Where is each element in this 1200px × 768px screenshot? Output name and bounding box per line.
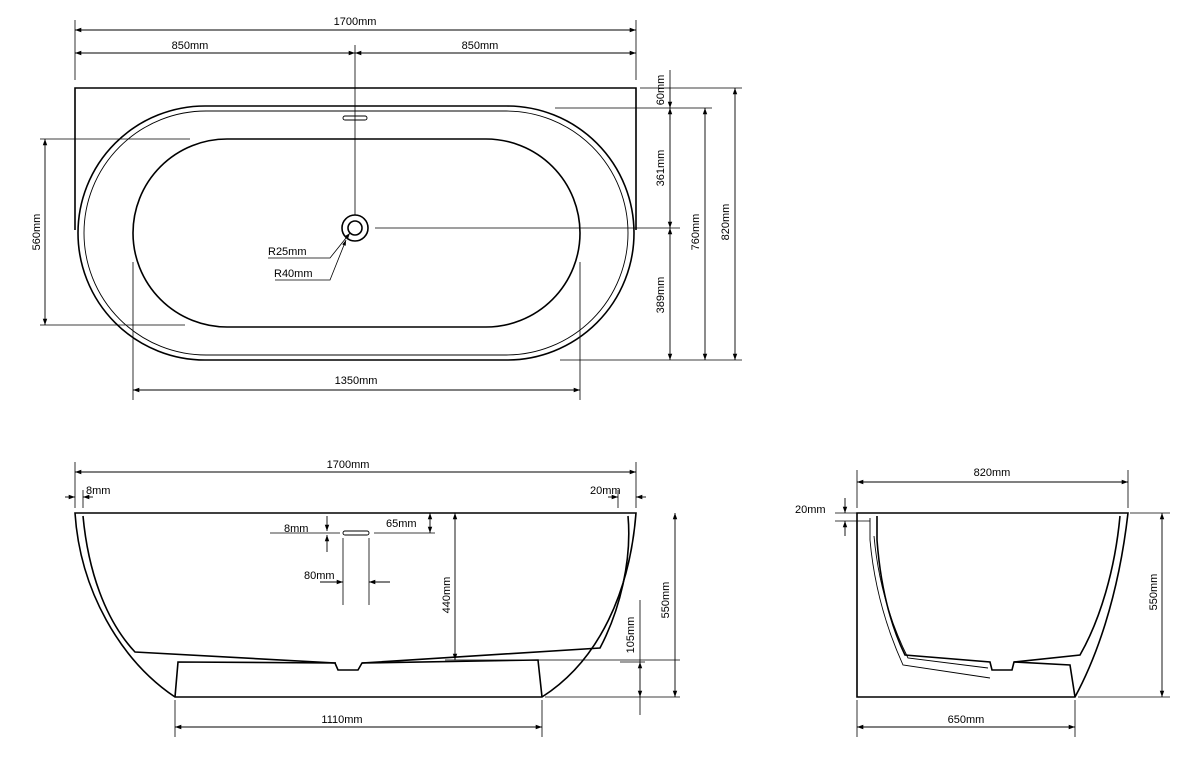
tub-rim-inner	[83, 110, 629, 356]
label-right-rim: 20mm	[590, 485, 621, 497]
label-end-overall-height: 550mm	[1148, 574, 1160, 611]
label-rim-back: 60mm	[655, 75, 667, 106]
label-overall-length: 1700mm	[334, 16, 377, 28]
label-basin-length: 1350mm	[335, 375, 378, 387]
label-end-overall-width: 820mm	[974, 467, 1011, 479]
tub-basin	[132, 138, 581, 328]
label-end-base-width: 650mm	[948, 714, 985, 726]
label-half-right: 850mm	[462, 40, 499, 52]
end-view-extension-lines	[835, 470, 1170, 737]
label-overflow-depth: 65mm	[386, 518, 417, 530]
end-profile-outer	[856, 512, 1129, 698]
label-overflow-height: 8mm	[284, 523, 308, 535]
top-view: 1700mm 850mm 850mm 60mm 361mm 389mm 760m…	[31, 16, 742, 400]
tub-outline-back	[74, 87, 637, 230]
label-overall-width: 820mm	[720, 204, 732, 241]
label-side-overall-length: 1700mm	[327, 459, 370, 471]
end-view: 820mm 20mm 550mm 650mm	[795, 467, 1170, 737]
overflow-slot-side	[342, 530, 370, 536]
leader-drain-outer-radius	[275, 239, 347, 281]
label-inner-width: 760mm	[690, 214, 702, 251]
label-drain-outer-radius: R40mm	[274, 268, 313, 280]
drain-outer	[341, 214, 369, 242]
label-half-left: 850mm	[172, 40, 209, 52]
side-base	[174, 659, 543, 698]
top-view-extension-lines	[40, 20, 742, 400]
end-profile-inner	[876, 515, 1121, 671]
label-drain-inner-radius: R25mm	[268, 246, 307, 258]
label-drain-to-front: 389mm	[655, 277, 667, 314]
label-left-rim: 8mm	[86, 485, 110, 497]
tub-rim-outer	[77, 105, 635, 361]
base-length-extension-lines	[174, 700, 543, 737]
label-basin-width: 560mm	[31, 214, 43, 251]
label-internal-depth: 440mm	[441, 577, 453, 614]
label-base-height: 105mm	[625, 617, 637, 654]
label-to-drain: 361mm	[655, 150, 667, 187]
label-end-rim: 20mm	[795, 504, 826, 516]
end-wall-channel	[869, 518, 991, 679]
label-side-overall-height: 550mm	[660, 582, 672, 619]
label-overflow-width: 80mm	[304, 570, 335, 582]
label-base-length: 1110mm	[321, 714, 362, 726]
drain-inner	[347, 220, 363, 236]
side-view: 1700mm 8mm 20mm 8mm 65mm 80mm 440mm 550m…	[65, 459, 680, 737]
end-base	[1013, 661, 1076, 698]
side-profile-inner	[82, 515, 630, 671]
